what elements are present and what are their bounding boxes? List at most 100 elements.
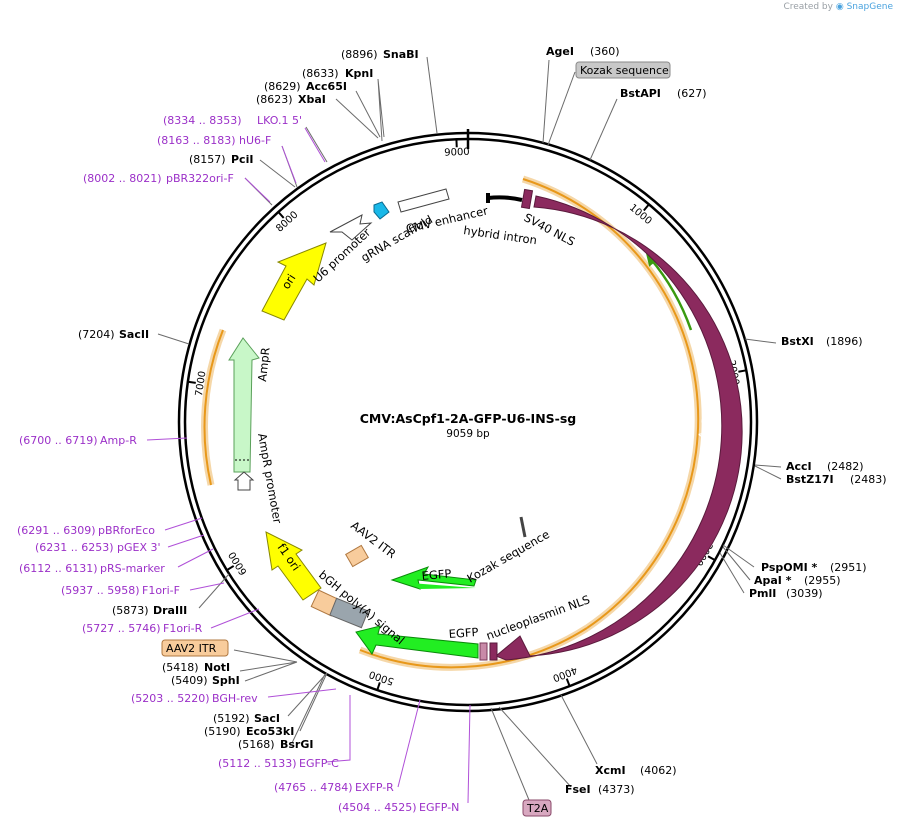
- site-noti[interactable]: NotI: [204, 661, 230, 674]
- tick-4000: [565, 678, 571, 687]
- site-bsrgi[interactable]: BsrGI: [280, 738, 313, 751]
- site-fsei[interactable]: FseI: [565, 783, 591, 796]
- site-draiii-pos: (5873): [112, 604, 149, 617]
- feature-sv40-nls[interactable]: [520, 188, 534, 210]
- feature-hybrid-intron[interactable]: [486, 193, 523, 203]
- tick-label-6000: 6000: [227, 549, 250, 576]
- primer-pbr322orif[interactable]: pBR322ori-F: [166, 172, 234, 185]
- site-pcii[interactable]: PciI: [231, 153, 253, 166]
- primer-prsmarker-range: (6112 .. 6131): [19, 562, 98, 575]
- feature-aav2-itr[interactable]: [345, 544, 369, 568]
- snapgene-credit: Created by ◉ SnapGene: [783, 2, 893, 12]
- label-kozak: Kozak sequence: [465, 527, 552, 586]
- primer-labels: (8334 .. 8353) LKO.1 5' (8163 .. 8183) h…: [17, 114, 471, 814]
- t2a-box[interactable]: [522, 799, 552, 817]
- credit-prefix: Created by: [783, 2, 833, 12]
- primer-lko1[interactable]: LKO.1 5': [257, 114, 302, 127]
- site-pmli[interactable]: PmlI: [749, 587, 776, 600]
- site-xbai-pos: (8623): [256, 93, 293, 106]
- primer-pbrforeco[interactable]: pBRforEco: [98, 524, 155, 537]
- label-hybrid-intron: hybrid intron: [463, 223, 538, 247]
- site-draiii[interactable]: DraIII: [153, 604, 187, 617]
- feature-cmv-enhancer[interactable]: [397, 188, 450, 213]
- feature-ampr[interactable]: [228, 337, 260, 473]
- site-acc65i[interactable]: Acc65I: [306, 80, 347, 93]
- kozak-box-label: Kozak sequence: [580, 64, 669, 77]
- label-egfp-inner: EGFP: [421, 566, 452, 583]
- primer-leaders: [146, 127, 471, 804]
- site-bstxi-pos: (1896): [826, 335, 863, 348]
- site-eco53ki[interactable]: Eco53kI: [246, 725, 294, 738]
- primer-hu6f-range: (8163 .. 8183): [157, 134, 236, 147]
- tick-7000: [187, 380, 196, 384]
- site-apai-pos: (2955): [804, 574, 841, 587]
- primer-egfpn[interactable]: EGFP-N: [419, 801, 459, 814]
- primer-egfpc[interactable]: EGFP-C: [299, 757, 339, 770]
- orf-arc-ascpf1: [522, 178, 700, 629]
- site-bstxi[interactable]: BstXI: [781, 335, 814, 348]
- site-pcii-pos: (8157): [189, 153, 226, 166]
- feature-ascpf1[interactable]: [495, 195, 743, 661]
- site-saci[interactable]: SacI: [254, 712, 280, 725]
- site-bstz17i[interactable]: BstZ17I: [786, 473, 834, 486]
- primer-f1orir[interactable]: F1ori-R: [163, 622, 203, 635]
- orf-arcs: [201, 175, 702, 671]
- feature-grna-scaffold[interactable]: [373, 201, 390, 220]
- primer-ampr[interactable]: Amp-R: [100, 434, 137, 447]
- feature-ampr-promoter[interactable]: [233, 471, 255, 491]
- primer-hu6f[interactable]: hU6-F: [239, 134, 271, 147]
- site-eco53ki-pos: (5190): [204, 725, 241, 738]
- site-sacii[interactable]: SacII: [119, 328, 149, 341]
- feature-ori[interactable]: [261, 242, 327, 321]
- tick-3000: [707, 555, 716, 562]
- primer-f1orif-range: (5937 .. 5958): [61, 584, 140, 597]
- primer-f1orif[interactable]: F1ori-F: [142, 584, 180, 597]
- site-pspomi[interactable]: PspOMI *: [761, 561, 818, 574]
- site-xbai[interactable]: XbaI: [298, 93, 326, 106]
- site-acc65i-pos: (8629): [264, 80, 301, 93]
- primer-prsmarker[interactable]: pRS-marker: [100, 562, 165, 575]
- feature-bgh-polya[interactable]: [329, 597, 369, 629]
- boxed-labels: Kozak sequence AAV2 ITR T2A: [161, 61, 671, 817]
- site-noti-pos: (5418): [162, 661, 199, 674]
- plasmid-length: 9059 bp: [446, 428, 490, 440]
- feature-nucleoplasmin-nls[interactable]: [489, 642, 498, 661]
- primer-pbr322orif-range: (8002 .. 8021): [83, 172, 162, 185]
- primer-exfpr[interactable]: EXFP-R: [355, 781, 394, 794]
- site-apai[interactable]: ApaI *: [754, 574, 792, 587]
- site-acci[interactable]: AccI: [786, 460, 812, 473]
- orf-arc-ascpf1-halo: [521, 175, 702, 631]
- tick-2000: [738, 369, 747, 373]
- primer-lko1-range: (8334 .. 8353): [163, 114, 242, 127]
- orf-arc-egfp: [359, 627, 588, 669]
- site-sphi-pos: (5409): [171, 674, 208, 687]
- site-agei[interactable]: AgeI: [546, 45, 574, 58]
- site-xcmi[interactable]: XcmI: [595, 764, 626, 777]
- tick-6000: [226, 565, 235, 571]
- site-pmli-pos: (3039): [786, 587, 823, 600]
- kozak-box[interactable]: [575, 61, 671, 79]
- aav2-itr-box-label: AAV2 ITR: [166, 642, 217, 655]
- feature-f1-ori[interactable]: [265, 531, 322, 601]
- site-sphi[interactable]: SphI: [212, 674, 240, 687]
- site-acci-pos: (2482): [827, 460, 864, 473]
- feature-u6-promoter[interactable]: [329, 214, 373, 241]
- orf-arc-ampr: [203, 329, 224, 486]
- primer-bghrev[interactable]: BGH-rev: [212, 692, 258, 705]
- tick-5000: [376, 682, 381, 691]
- site-bstapi[interactable]: BstAPI: [620, 87, 661, 100]
- plasmid-name: CMV:AsCpf1-2A-GFP-U6-INS-sg: [360, 411, 577, 426]
- site-pspomi-pos: (2951): [830, 561, 867, 574]
- primer-ampr-range: (6700 .. 6719): [19, 434, 98, 447]
- feature-egfp-outer[interactable]: [355, 625, 479, 659]
- feature-t2a[interactable]: [479, 642, 488, 661]
- feature-kozak-mark: [519, 516, 527, 538]
- primer-exfpr-range: (4765 .. 4784): [274, 781, 353, 794]
- primer-egfpn-range: (4504 .. 4525): [338, 801, 417, 814]
- site-kpni[interactable]: KpnI: [345, 67, 373, 80]
- site-snabi[interactable]: SnaBI: [383, 48, 419, 61]
- primer-pgex3[interactable]: pGEX 3': [117, 541, 161, 554]
- leader-lines: [157, 56, 782, 801]
- aav2-itr-box[interactable]: [161, 639, 229, 657]
